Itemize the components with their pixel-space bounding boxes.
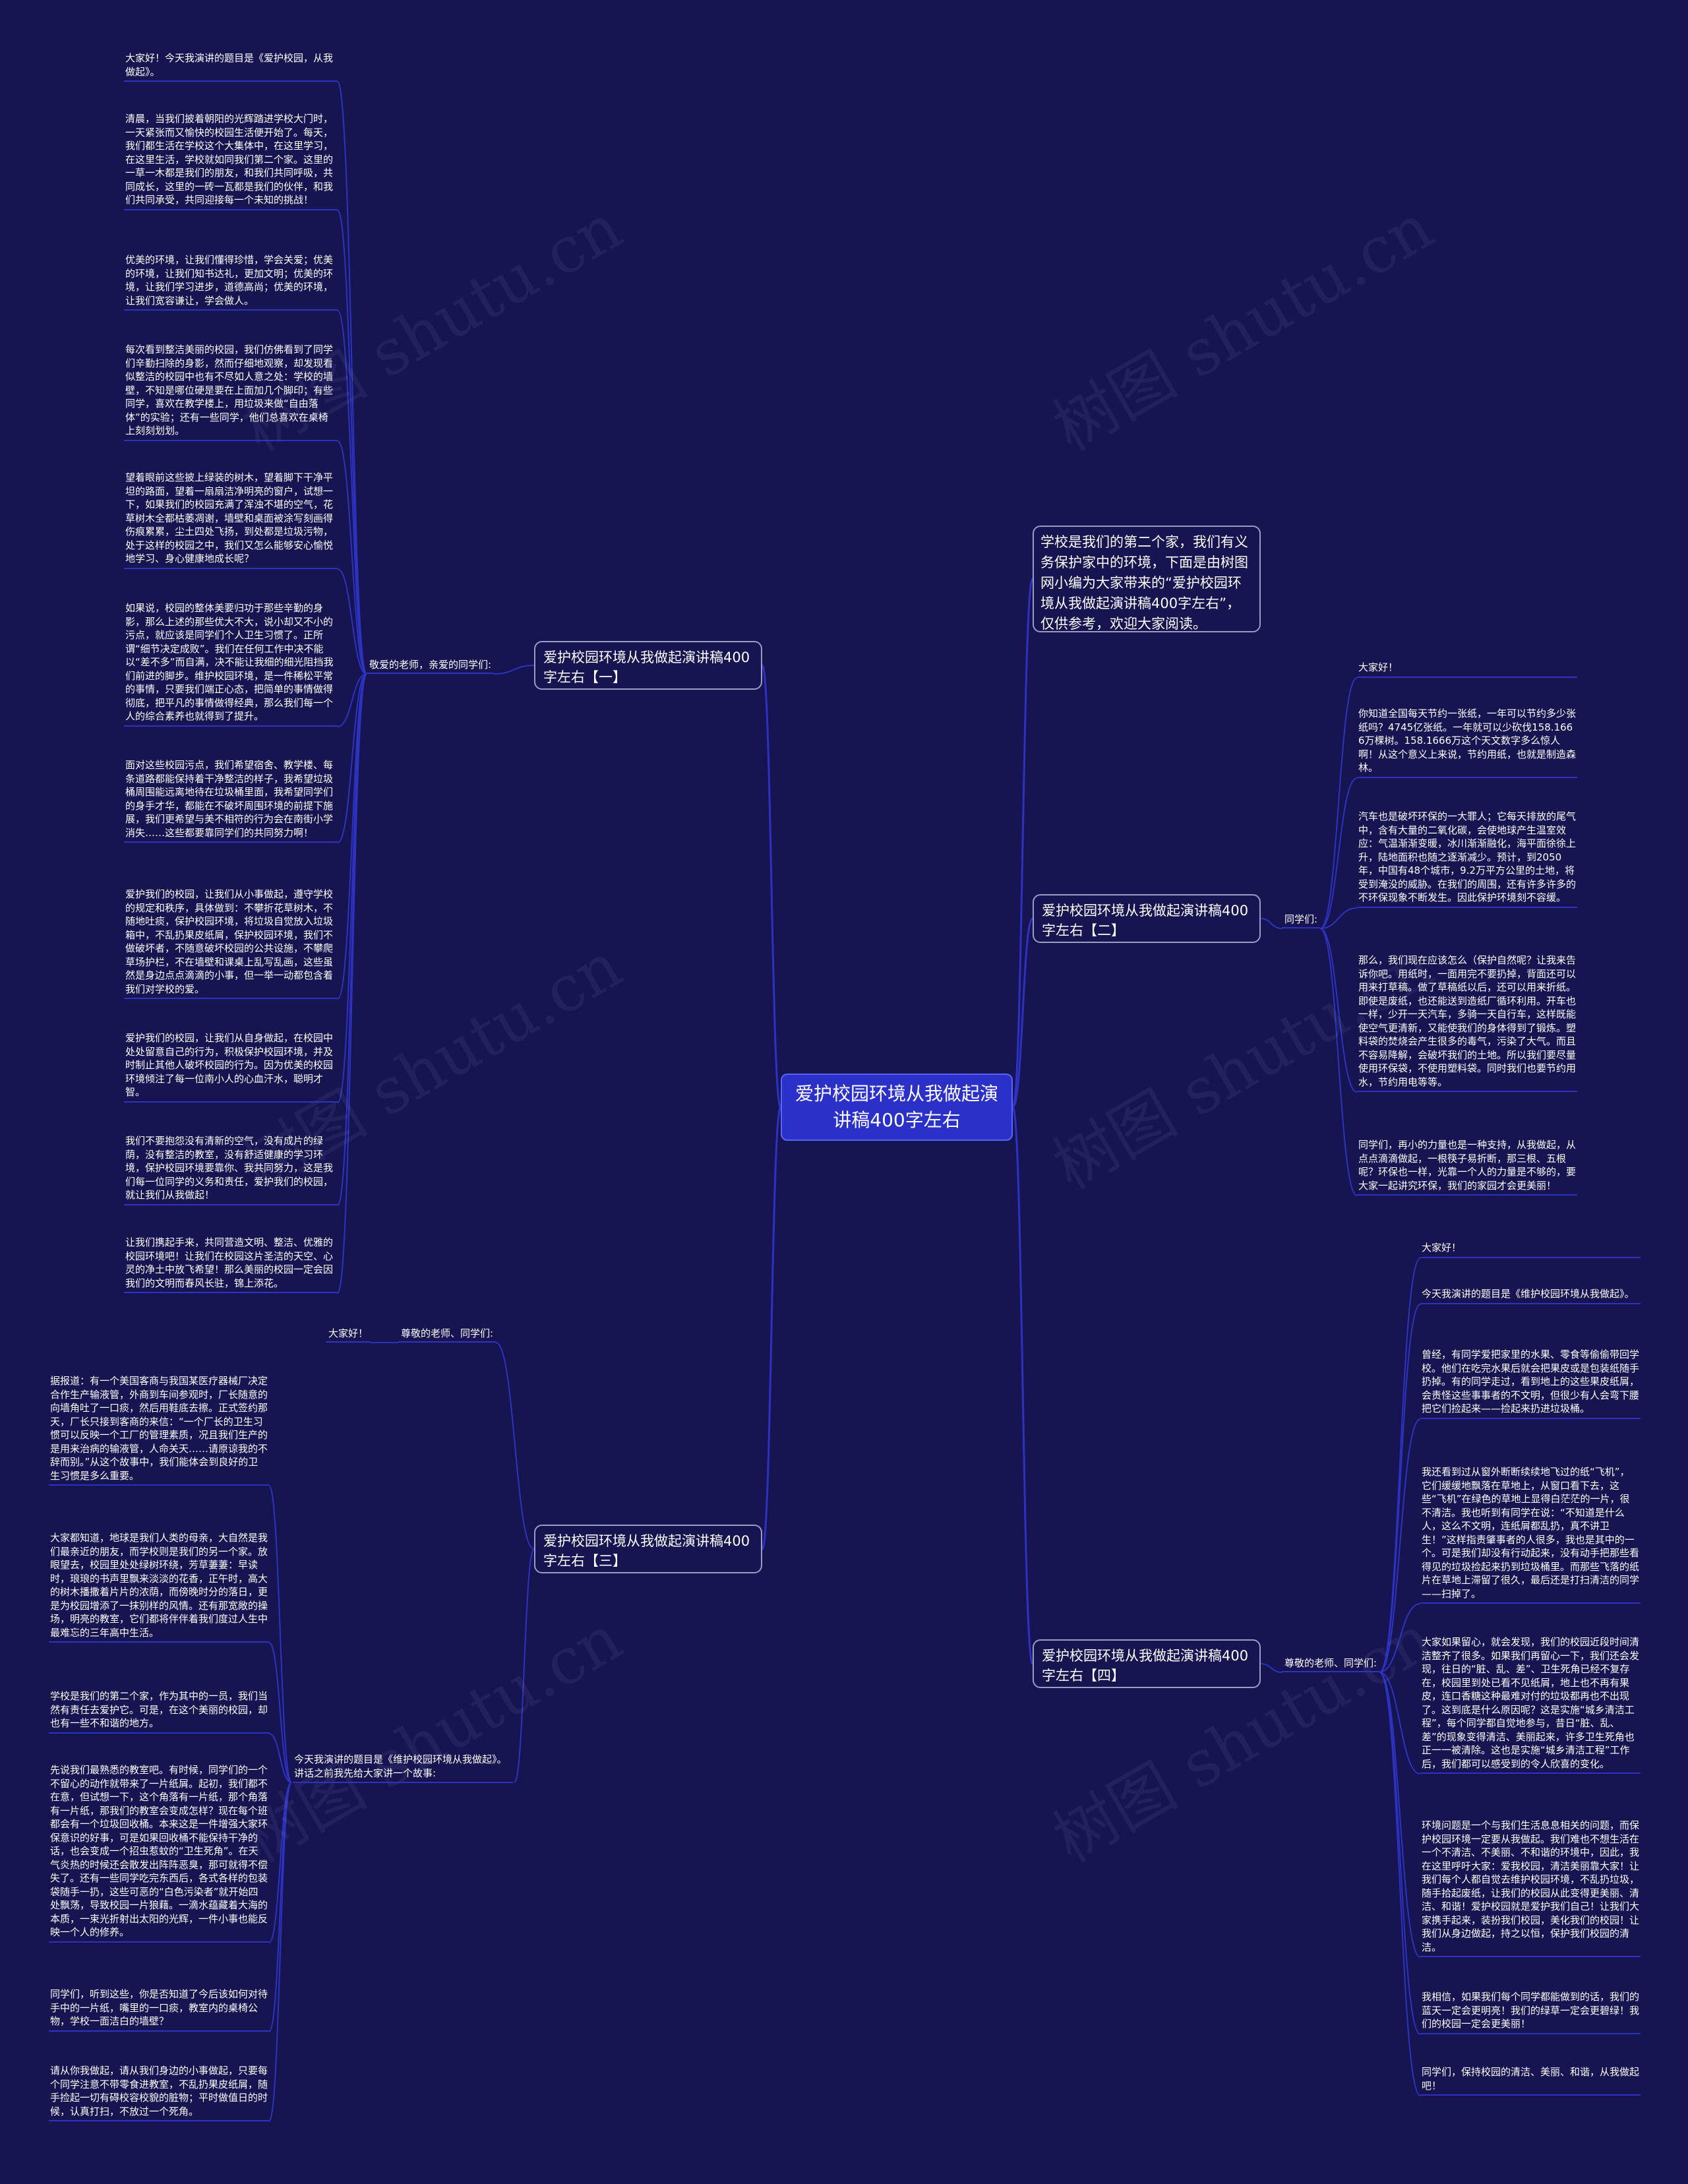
connector [1011,578,1034,1108]
branch-3-greeting-child[interactable]: 大家好！ [325,1327,371,1343]
connector [1260,1663,1282,1673]
branch-1-leaf[interactable]: 清晨，当我们披着朝阳的光辉踏进学校大门时，一天紧张而又愉快的校园生活便开始了。每… [124,112,338,210]
connector [337,673,367,1103]
connector [268,1782,292,1943]
connector [268,1782,292,2032]
connector [1379,1672,1421,2096]
branch-3-greeting-label[interactable]: 尊敬的老师、同学们: [398,1327,497,1343]
branch-3-leaf[interactable]: 学校是我们的第二个家，作为其中的一员，我们当然有责任去爱护它。可是，在这个美丽的… [49,1690,269,1733]
connector [337,81,367,675]
connector [337,440,367,675]
connector [761,1106,782,1550]
watermark: 树图 shutu.cn [1041,1600,1445,1877]
branch-4-leaf[interactable]: 同学们，保持校园的清洁、美丽、和谐，从我做起吧！ [1420,2066,1641,2096]
connector [337,673,367,1206]
branch-1-leaf[interactable]: 优美的环境，让我们懂得珍惜，学会关爱；优美的环境，让我们知书达礼，更加文明；优美… [124,253,338,311]
connector [495,1342,535,1550]
branch-4-leaf[interactable]: 我还看到过从窗外断断续续地飞过的纸“飞机”，它们缓缓地飘落在草地上，从窗口看下去… [1420,1466,1641,1604]
branch-1-leaf[interactable]: 让我们携起手来，共同营造文明、整洁、优雅的校园环境吧！让我们在校园这片圣洁的天空… [124,1236,338,1293]
connector [1319,928,1358,1196]
connector [337,673,367,843]
branch-4-leaf[interactable]: 大家如果留心，就会发现，我们的校园近段时间清洁整齐了很多。如果我们再留心一下，我… [1420,1636,1641,1774]
branch-2-label[interactable]: 同学们: [1281,913,1321,928]
connector [1319,677,1358,929]
branch-1-leaf[interactable]: 望着眼前这些披上绿装的树木，望着脚下干净平坦的路面，望着一扇扇洁净明亮的窗户，试… [124,471,338,568]
branch-4-leaf[interactable]: 今天我演讲的题目是《维护校园环境从我做起》。 [1420,1287,1641,1304]
watermark: 树图 shutu.cn [1041,189,1445,466]
connector [1011,1106,1034,1665]
branch-3-story-label[interactable]: 今天我演讲的题目是《维护校园环境从我做起》。讲话之前我先给大家讲一个故事: [293,1753,513,1783]
connector [1379,1672,1421,2035]
connector [761,664,782,1108]
connector [337,210,367,675]
root-topic[interactable]: 爱护校园环境从我做起演讲稿400字左右 [781,1074,1013,1141]
watermark: 树图 shutu.cn [230,1600,634,1877]
branch-1-leaf[interactable]: 面对这些校园污点，我们希望宿舍、教学楼、每条道路都能保持着干净整洁的样子，我希望… [124,758,338,843]
connector [337,310,367,675]
connector [1319,907,1358,929]
branch-3-leaf[interactable]: 据报道：有一个美国客商与我国某医疗器械厂决定合作生产输液管，外商到车间参观时，厂… [49,1375,269,1486]
connector [337,673,367,727]
branch-1-leaf[interactable]: 我们不要抱怨没有清新的空气，没有成片的绿荫，没有整洁的教室，没有舒适健康的学习环… [124,1134,338,1205]
connector [1379,1672,1421,1774]
connector [1379,1304,1421,1673]
branch-3[interactable]: 爱护校园环境从我做起演讲稿400字左右【三】 [534,1525,762,1573]
branch-3-leaf[interactable]: 大家都知道，地球是我们人类的母亲，大自然是我们最亲近的朋友，而学校则是我们的另一… [49,1532,269,1643]
connector [337,673,367,1000]
branch-4-leaf[interactable]: 大家好！ [1420,1241,1641,1258]
connector [268,1485,292,1783]
branch-2[interactable]: 爱护校园环境从我做起演讲稿400字左右【二】 [1033,894,1261,943]
branch-3-leaf[interactable]: 同学们，听到这些，你是否知道了今后该如何对待手中的一片纸，嘴里的一口痰，教室内的… [49,1988,269,2031]
connector [493,665,535,675]
connector [1319,928,1358,1093]
branch-2-leaf[interactable]: 汽车也是破坏环保的一大罪人；它每天排放的尾气中，含有大量的二氧化碳，会使地球产生… [1357,810,1577,907]
connector [268,1642,292,1783]
connector [1379,1672,1421,1958]
connector [1379,1418,1421,1673]
intro-node[interactable]: 学校是我们的第二个家，我们有义务保护家中的环境，下面是由树图网小编为大家带来的“… [1033,526,1261,632]
branch-4-label[interactable]: 尊敬的老师、同学们: [1281,1657,1380,1672]
branch-1-label[interactable]: 敬爱的老师，亲爱的同学们: [366,659,495,674]
branch-1-leaf[interactable]: 如果说，校园的整体美要归功于那些辛勤的身影，那么上述的那些优大不大，说小却又不小… [124,601,338,726]
connector [1379,1258,1421,1673]
connector [337,568,367,675]
connector [1319,777,1358,929]
branch-4-leaf[interactable]: 环境问题是一个与我们生活息息相关的问题，而保护校园环境一定要从我做起。我们难也不… [1420,1819,1641,1957]
connector [514,1548,535,1783]
branch-1[interactable]: 爱护校园环境从我做起演讲稿400字左右【一】 [534,641,762,690]
branch-2-leaf[interactable]: 你知道全国每天节约一张纸，一年可以节约多少张纸吗？4745亿张纸。一年就可以少砍… [1357,708,1577,777]
connector [337,673,367,1294]
connector [1260,918,1282,929]
branch-1-leaf[interactable]: 爱护我们的校园，让我们从自身做起，在校园中处处留意自己的行为，积极保护校园环境，… [124,1031,338,1102]
branch-2-leaf[interactable]: 同学们，再小的力量也是一种支持，从我做起，从点点滴滴做起，一根筷子易折断，那三根… [1357,1139,1577,1196]
connector [268,1733,292,1783]
branch-4-leaf[interactable]: 曾经，有同学爱把家里的水果、零食等偷偷带回学校。他们在吃完水果后就会把果皮或是包… [1420,1349,1641,1418]
branch-2-leaf[interactable]: 大家好！ [1357,661,1577,677]
branch-1-leaf[interactable]: 每次看到整洁美丽的校园，我们仿佛看到了同学们辛勤扫除的身影，然而仔细地观察，却发… [124,343,338,440]
connector [268,1782,292,2122]
branch-2-leaf[interactable]: 那么，我们现在应该怎么（保护自然呢？让我来告诉你吧。用纸时，一面用完不要扔掉，背… [1357,954,1577,1092]
connector [1379,1603,1421,1673]
branch-3-leaf[interactable]: 请从你我做起，请从我们身边的小事做起，只要每个同学注意不带零食进教室，不乱扔果皮… [49,2065,269,2121]
branch-1-leaf[interactable]: 爱护我们的校园，让我们从小事做起，遵守学校的规定和秩序，具体做到：不攀折花草树木… [124,888,338,999]
branch-4[interactable]: 爱护校园环境从我做起演讲稿400字左右【四】 [1033,1639,1261,1688]
connector [1011,917,1034,1108]
branch-3-leaf[interactable]: 先说我们最熟悉的教室吧。有时候，同学们的一个不留心的动作就带来了一片纸屑。起初，… [49,1764,269,1942]
branch-1-leaf[interactable]: 大家好！今天我演讲的题目是《爱护校园，从我做起》。 [124,51,338,82]
branch-4-leaf[interactable]: 我相信，如果我们每个同学都能做到的话，我们的蓝天一定会更明亮！我们的绿草一定会更… [1420,1991,1641,2034]
